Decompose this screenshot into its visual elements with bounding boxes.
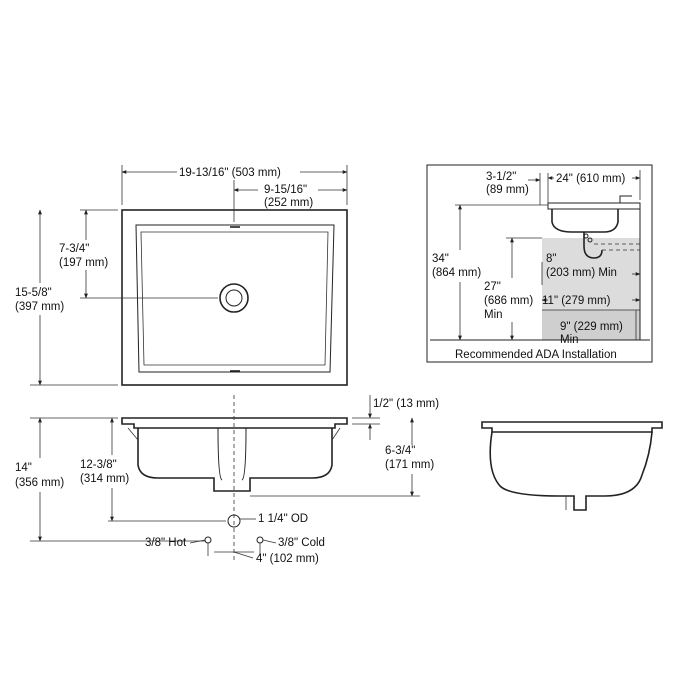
side-view-rim (481, 421, 663, 433)
ada-countertop (547, 202, 641, 210)
front-view-bowl (137, 428, 333, 492)
drain-offset-y-mm-label: (197 mm) (59, 257, 108, 269)
drain-depth-label: 6-3/4" (385, 445, 415, 457)
ada-knee-depth-8-mm-label: (203 mm) Min (546, 267, 617, 279)
top-view-drain-outer (219, 283, 249, 313)
top-view: 19-13/16" (503 mm) 9-15/16" (252 mm) 7-3… (15, 165, 348, 386)
overall-width-label: 19-13/16" (503 mm) (179, 167, 281, 179)
drain-offset-y-label: 7-3/4" (59, 243, 89, 255)
ada-toe-height-label: 9" (229 mm) (560, 321, 623, 333)
hot-supply-label: 3/8" Hot (145, 537, 187, 549)
top-view-bowl-inner-outline (140, 231, 329, 366)
ada-toe-clearance-area (542, 310, 640, 340)
ada-panel-frame (426, 164, 653, 363)
ada-counter-depth-label: 24" (610 mm) (556, 173, 625, 185)
hot-supply-point (204, 536, 212, 544)
ada-setback-mm-label: (89 mm) (486, 184, 529, 196)
ada-sink-bowl (551, 209, 619, 233)
top-view-drain-inner (225, 289, 243, 307)
drain-offset-x-label: 9-15/16" (264, 184, 307, 196)
front-view: 1/2" (13 mm) 14" (356 mm) 12-3/8" (314 m… (15, 395, 439, 565)
overall-height-label: 14" (15, 462, 32, 474)
ada-counter-height-label: 34" (432, 253, 449, 265)
ada-caption: Recommended ADA Installation (455, 349, 617, 361)
cold-supply-point (256, 536, 264, 544)
ada-counter-height-mm-label: (864 mm) (432, 267, 481, 279)
top-view-outer-rim (121, 209, 348, 386)
ada-knee-min-label: Min (484, 309, 503, 321)
drain-offset-x-mm-label: (252 mm) (264, 197, 313, 209)
side-view-bowl (489, 431, 653, 511)
bowl-depth-label: 12-3/8" (80, 459, 117, 471)
overall-height-mm-label: (356 mm) (15, 477, 64, 489)
front-view-rim (121, 417, 348, 429)
drain-od-label: 1 1/4" OD (258, 513, 308, 525)
bowl-depth-mm-label: (314 mm) (80, 473, 129, 485)
ada-toe-min-label: Min (560, 334, 579, 346)
overall-depth-mm-label: (397 mm) (15, 301, 64, 313)
rim-thickness-label: 1/2" (13 mm) (373, 398, 439, 410)
supply-spacing-label: 4" (102 mm) (256, 553, 319, 565)
ada-knee-depth-11-label: 11" (279 mm) (542, 295, 611, 307)
ada-installation-panel: 3-1/2" (89 mm) 24" (610 mm) 34" (864 mm)… (426, 164, 653, 363)
ada-setback-label: 3-1/2" (486, 171, 516, 183)
ada-knee-height-mm-label: (686 mm) (484, 295, 533, 307)
cold-supply-label: 3/8" Cold (278, 537, 325, 549)
ada-knee-height-label: 27" (484, 281, 501, 293)
side-view (481, 421, 663, 511)
drain-depth-mm-label: (171 mm) (385, 459, 434, 471)
ada-knee-depth-8-label: 8" (546, 253, 556, 265)
overall-depth-label: 15-5/8" (15, 287, 52, 299)
top-view-bowl-outline (135, 224, 335, 373)
